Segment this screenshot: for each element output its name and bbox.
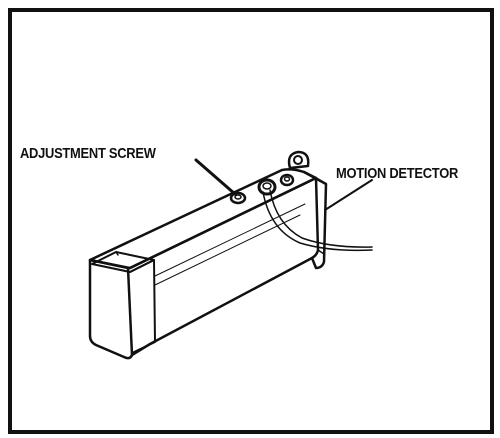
adjustment-screw-leader: [194, 158, 237, 196]
mounting-eyelet: [287, 150, 310, 170]
motion-detector-leader: [324, 179, 373, 211]
cable-connector: [257, 178, 277, 196]
indicator-knob: [279, 173, 295, 187]
figure-frame: [8, 8, 494, 434]
motion-detector-label: MOTION DETECTOR: [336, 165, 459, 182]
cable: [262, 191, 373, 252]
rear-cap: [302, 170, 328, 270]
adjustment-screw: [229, 191, 247, 205]
adjustment-screw-label: ADJUSTMENT SCREW: [20, 145, 156, 162]
box-front-face: [88, 258, 134, 360]
box-side-face: [128, 176, 320, 357]
